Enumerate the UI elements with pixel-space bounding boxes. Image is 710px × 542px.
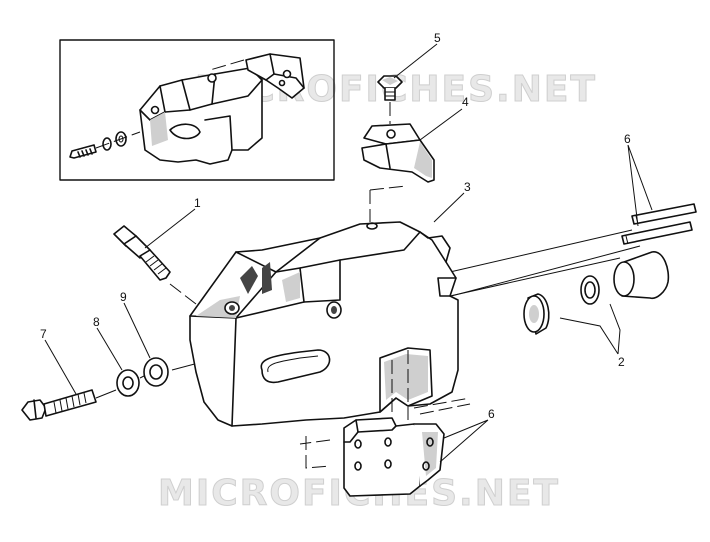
- axis-line-mid: [449, 257, 621, 297]
- part-6-lower-bracket: [299, 397, 471, 497]
- callout-5: 5: [434, 31, 441, 45]
- inset-detail-view: [59, 39, 335, 181]
- part-3-housing: [189, 221, 459, 427]
- callout-2: 2: [618, 355, 625, 369]
- callout-4: 4: [462, 95, 469, 109]
- callout-1: 1: [194, 196, 201, 210]
- axis-line-upper: [449, 229, 633, 273]
- part-2-bushings: [523, 251, 670, 335]
- part-9-washer: [143, 357, 169, 387]
- part-6-pins: [621, 203, 697, 245]
- part-4-alignment-line: [369, 185, 407, 222]
- part-8-washer: [116, 369, 140, 397]
- callout-8: 8: [93, 315, 100, 329]
- leader-lines: [44, 43, 653, 463]
- callout-9: 9: [120, 290, 127, 304]
- callout-3: 3: [464, 180, 471, 194]
- part-5-screw: [377, 75, 403, 124]
- bolt-axis-line: [95, 375, 145, 399]
- callout-6-upper: 6: [624, 132, 631, 146]
- part-1-fitting: [113, 225, 197, 305]
- callout-6-lower: 6: [488, 407, 495, 421]
- callout-7: 7: [40, 327, 47, 341]
- part-4-bracket: [361, 123, 435, 183]
- part-7-bolt: [21, 389, 97, 421]
